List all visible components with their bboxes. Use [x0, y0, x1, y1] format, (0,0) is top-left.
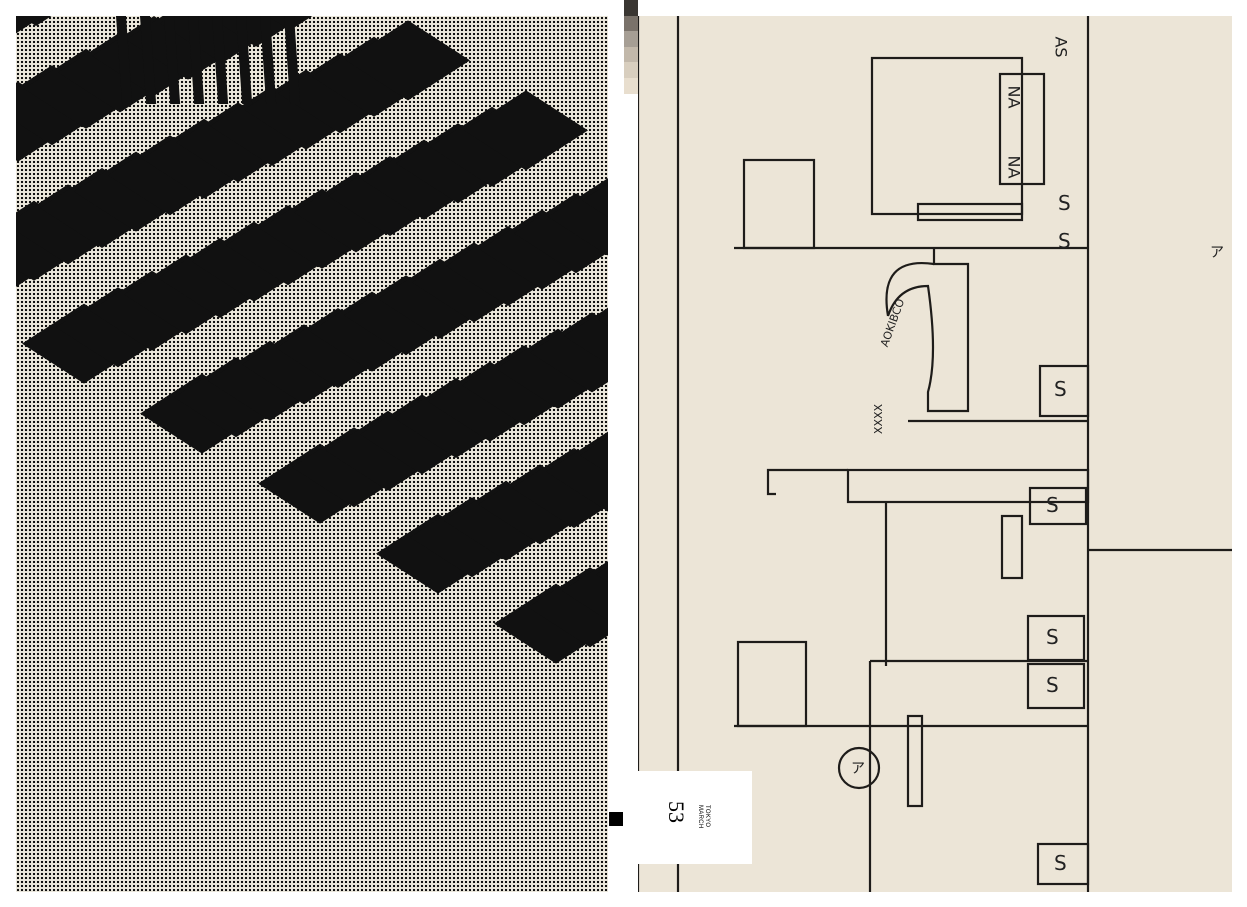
halftone-stripe — [188, 16, 205, 104]
color-swatch — [624, 77, 638, 94]
halftone-diamond-pattern — [16, 16, 608, 664]
map-label: S — [1046, 625, 1059, 649]
color-swatch — [624, 62, 638, 78]
map-label: ア — [851, 761, 865, 777]
map-label: S — [1046, 673, 1059, 697]
color-swatch — [624, 0, 638, 16]
color-swatch — [624, 15, 638, 32]
color-swatch — [624, 31, 638, 47]
halftone-diamond — [596, 566, 608, 583]
halftone-stripe — [140, 16, 157, 104]
halftone-stripe — [116, 16, 133, 104]
map-label: S — [1046, 493, 1059, 517]
page-number: 53 — [664, 801, 689, 823]
halftone-diamond — [582, 183, 608, 218]
map-label: S — [1054, 377, 1067, 401]
map-label: S — [1058, 191, 1071, 215]
halftone-diamond — [464, 90, 588, 171]
map-label: AS — [1051, 36, 1071, 58]
map-label: S — [1058, 229, 1071, 253]
halftone-stripe — [284, 16, 301, 104]
halftone-stripe — [212, 16, 229, 104]
magazine-line-1: TOKYO — [704, 805, 710, 828]
halftone-stripe — [164, 16, 181, 104]
folio-box: 53 TOKYO MARCH — [638, 771, 752, 864]
halftone-stripe — [236, 16, 253, 104]
magazine-name: TOKYO MARCH — [696, 805, 710, 829]
halftone-diamond — [346, 20, 470, 101]
halftone-diamond — [598, 313, 608, 327]
map-label: S — [1054, 851, 1067, 875]
halftone-diamond — [562, 561, 608, 621]
page-tab-marker — [609, 812, 623, 826]
halftone-diamond — [564, 307, 608, 365]
map-lines — [638, 16, 1232, 892]
map-label: NA — [1004, 155, 1024, 179]
color-swatch — [624, 46, 638, 63]
halftone-stripe — [260, 16, 277, 104]
color-calibration-swatches — [624, 0, 638, 94]
hand-drawn-map: S S S S S S S NA NA AS ア ア AOKIBCO XXXX — [638, 16, 1232, 892]
halftone-diamond — [580, 437, 608, 474]
map-label: NA — [1004, 85, 1024, 109]
halftone-diamond — [20, 16, 52, 26]
map-label: ア — [1210, 245, 1224, 261]
map-label: XXXX — [872, 403, 886, 435]
halftone-grid-photo — [16, 16, 608, 892]
magazine-line-2: MARCH — [697, 805, 703, 829]
